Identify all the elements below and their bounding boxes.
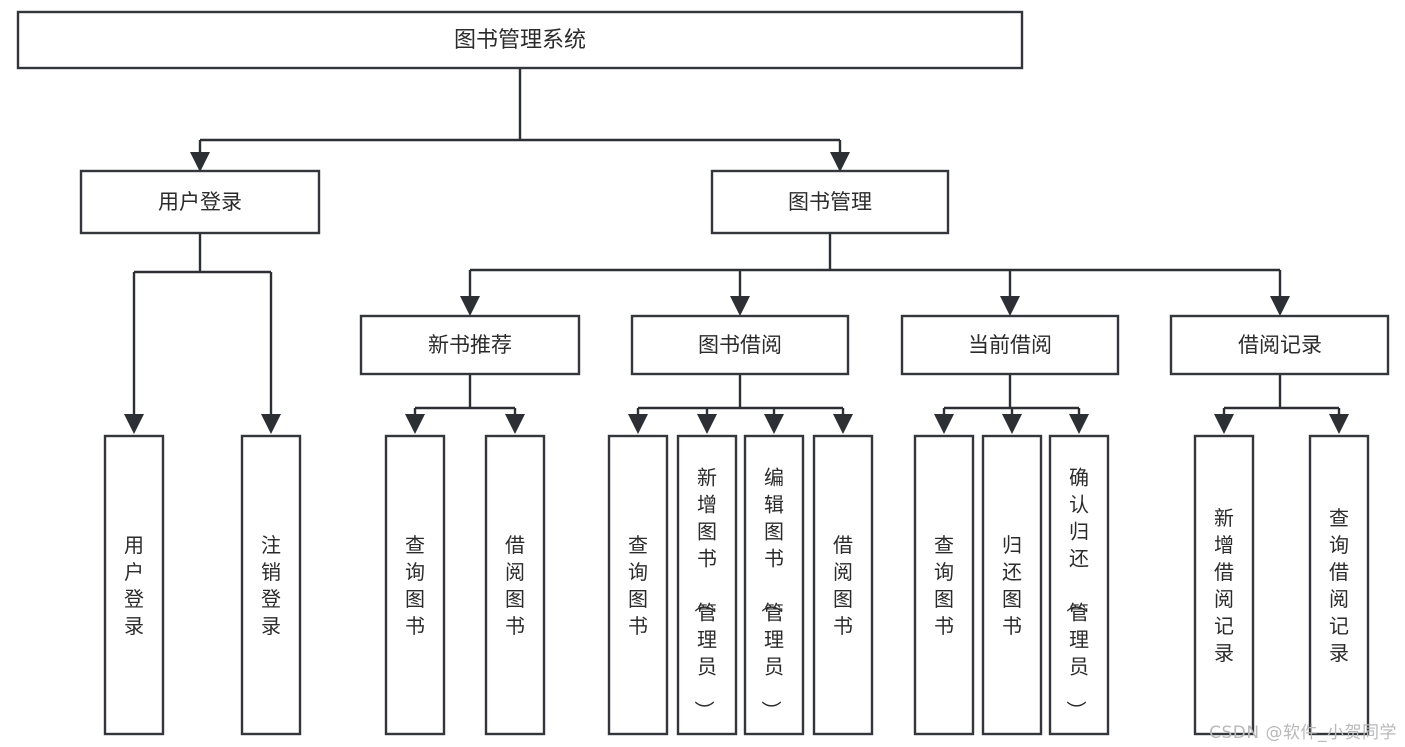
arrowhead-leaf-return-book [1002,414,1022,434]
node-current-borrow-label: 当前借阅 [968,333,1052,357]
leaf-node[interactable]: 用户登录 [103,434,165,736]
leaf-node[interactable]: 借阅图书 [812,434,874,736]
arrowhead-leaf-confirm-return [1069,414,1089,434]
node-borrow-record-box[interactable] [1169,314,1390,376]
node-root-box[interactable] [16,10,1024,70]
node-borrow-record[interactable]: 借阅记录 [1169,314,1390,376]
arrowhead-leaf-edit-book [764,414,784,434]
leaf-node-label: 查询图书 [628,533,648,638]
node-book-manage-label: 图书管理 [788,190,872,214]
connector-root-trunk [198,68,842,156]
leaf-node[interactable]: 注销登录 [240,434,302,736]
leaf-node-box[interactable] [1048,434,1110,736]
arrowhead-leaf-query-book-2 [628,414,648,434]
watermark-label: CSDN @软件_小贺同学 [1209,723,1397,743]
arrowhead-leaf-borrow-book-1 [505,414,525,434]
leaf-node-label: 用户登录 [124,533,144,638]
leaf-node[interactable]: 借阅图书 [484,434,546,736]
arrowhead-leaf-query-book-3 [934,414,954,434]
leaf-node[interactable]: 新增图书（管理员） [676,434,738,736]
node-book-borrow-box[interactable] [630,314,850,376]
node-borrow-record-label: 借阅记录 [1238,333,1322,357]
arrowhead-leaf-logout [261,414,281,434]
leaf-node-box[interactable] [812,434,874,736]
arrowhead-current-borrow [1000,296,1020,316]
leaf-node[interactable]: 查询图书 [913,434,975,736]
node-book-manage-box[interactable] [710,169,950,235]
node-new-book-rec[interactable]: 新书推荐 [359,314,581,376]
connector-borrow-record-children [1222,374,1341,418]
connector-book-borrow-children [636,374,845,418]
leaf-node[interactable]: 新增借阅记录 [1193,434,1255,736]
leaf-node-box[interactable] [607,434,669,736]
connector-current-borrow-children [942,374,1081,418]
arrowhead-new-book-rec [460,296,480,316]
leaf-node-box[interactable] [1308,434,1370,736]
node-user-login-box[interactable] [79,169,321,235]
leaf-node-box[interactable] [913,434,975,736]
leaf-node-box[interactable] [240,434,302,736]
connector-book-manage-children [468,233,1282,300]
node-book-manage[interactable]: 图书管理 [710,169,950,235]
leaf-node-label: 查询图书 [405,533,425,638]
leaf-node-box[interactable] [1193,434,1255,736]
leaf-node-label: 归还图书 [1002,533,1022,638]
leaf-node-label: 编辑图书（管理员） [759,466,784,721]
arrowhead-leaf-add-record [1214,414,1234,434]
leaf-node[interactable]: 查询图书 [384,434,446,736]
leaf-node[interactable]: 归还图书 [981,434,1043,736]
leaf-node[interactable]: 编辑图书（管理员） [743,434,805,736]
leaf-node-label: 新增图书（管理员） [692,466,717,721]
arrowhead-user-login [190,152,210,172]
leaf-nodes-group: 用户登录 注销登录 查询图书 借阅图书 查询图书 新增图书（管理员） 编辑图书（管理员） 借阅… [103,434,1370,736]
leaf-node-label: 注销登录 [261,533,281,638]
node-book-borrow-label: 图书借阅 [698,333,782,357]
node-user-login[interactable]: 用户登录 [79,169,321,235]
leaf-node-box[interactable] [676,434,738,736]
leaf-node-label: 确认归还（管理员） [1064,466,1089,721]
node-root-label: 图书管理系统 [454,28,586,53]
arrowhead-leaf-query-record [1329,414,1349,434]
arrowhead-leaf-add-book [697,414,717,434]
arrowhead-leaf-user-login [124,414,144,434]
leaf-node-label: 新增借阅记录 [1214,506,1234,665]
arrowhead-borrow-record [1270,296,1290,316]
arrowhead-leaf-query-book-1 [405,414,425,434]
leaf-node-label: 查询借阅记录 [1329,506,1349,665]
arrowhead-book-manage [830,152,850,172]
leaf-node-label: 借阅图书 [833,533,853,638]
node-book-borrow[interactable]: 图书借阅 [630,314,850,376]
connector-new-book-rec-children [413,374,517,418]
node-new-book-rec-box[interactable] [359,314,581,376]
node-new-book-rec-label: 新书推荐 [428,333,512,357]
arrowhead-book-borrow [730,296,750,316]
leaf-node-label: 查询图书 [934,533,954,638]
leaf-node-label: 借阅图书 [505,533,525,638]
leaf-node[interactable]: 确认归还（管理员） [1048,434,1110,736]
leaf-node-box[interactable] [103,434,165,736]
connector-user-login-children [132,233,273,418]
node-user-login-label: 用户登录 [158,190,242,214]
leaf-node-box[interactable] [384,434,446,736]
leaf-node-box[interactable] [981,434,1043,736]
arrowhead-leaf-borrow-book-2 [833,414,853,434]
node-current-borrow-box[interactable] [900,314,1120,376]
leaf-node-box[interactable] [484,434,546,736]
leaf-node-box[interactable] [743,434,805,736]
node-current-borrow[interactable]: 当前借阅 [900,314,1120,376]
connectors-group [124,68,1349,434]
node-root[interactable]: 图书管理系统 [16,10,1024,70]
leaf-node[interactable]: 查询借阅记录 [1308,434,1370,736]
leaf-node[interactable]: 查询图书 [607,434,669,736]
